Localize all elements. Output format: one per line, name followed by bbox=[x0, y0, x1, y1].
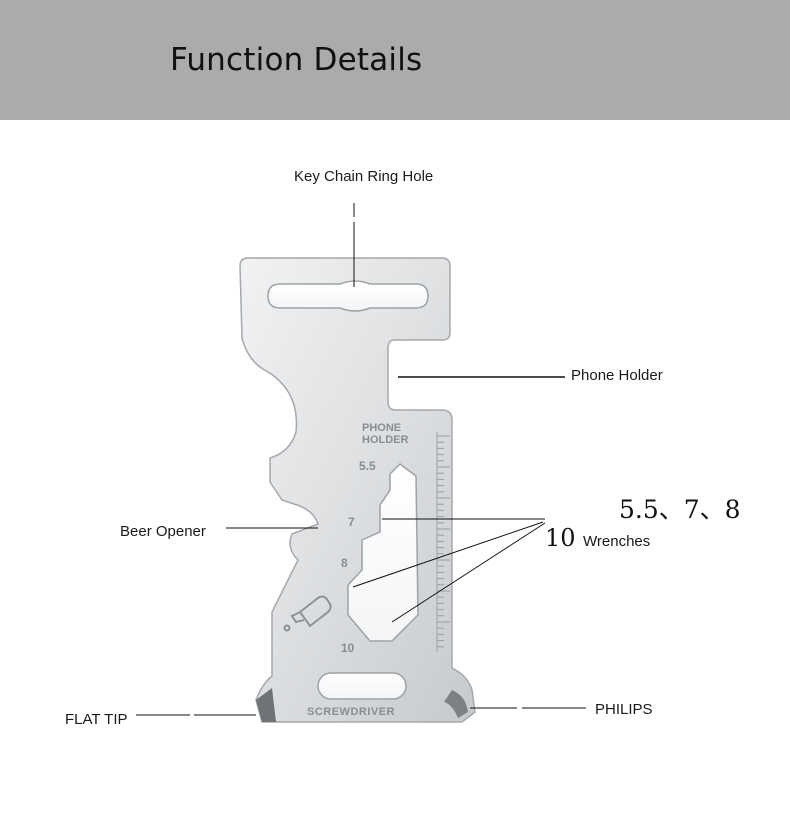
key-ring-slot bbox=[267, 280, 429, 312]
engraving-screwdriver: SCREWDRIVER bbox=[307, 706, 395, 718]
label-wrenches: Wrenches bbox=[583, 533, 651, 550]
page-title: Function Details bbox=[170, 42, 423, 78]
engraving-phone: PHONE bbox=[362, 422, 401, 434]
engraving-size-8: 8 bbox=[341, 556, 348, 570]
wrench-cutout bbox=[347, 463, 419, 642]
label-wrench-ten: 10 bbox=[545, 524, 576, 552]
philips-tip-notch bbox=[444, 690, 468, 718]
multitool-body bbox=[239, 257, 476, 723]
bottle-icon bbox=[283, 595, 332, 632]
screwdriver-slot bbox=[317, 672, 407, 700]
engraving-size-10: 10 bbox=[341, 641, 355, 655]
label-philips: PHILIPS bbox=[595, 701, 653, 718]
engraving-size-7: 7 bbox=[348, 515, 355, 529]
flat-tip-edge bbox=[256, 688, 276, 722]
label-wrench-sizes: 5.5、7、8 bbox=[619, 495, 741, 524]
leader-wrench-10 bbox=[391, 522, 546, 623]
label-key-chain: Key Chain Ring Hole bbox=[294, 168, 434, 185]
label-phone-holder: Phone Holder bbox=[571, 367, 663, 384]
engraving-holder: HOLDER bbox=[362, 434, 409, 446]
leader-wrench-8 bbox=[352, 521, 544, 588]
header-banner: Function Details bbox=[0, 0, 790, 120]
ruler-scale bbox=[437, 435, 450, 648]
label-beer-opener: Beer Opener bbox=[120, 523, 206, 540]
label-flat-tip: FLAT TIP bbox=[65, 711, 128, 728]
engraving-size-55: 5.5 bbox=[359, 459, 376, 473]
